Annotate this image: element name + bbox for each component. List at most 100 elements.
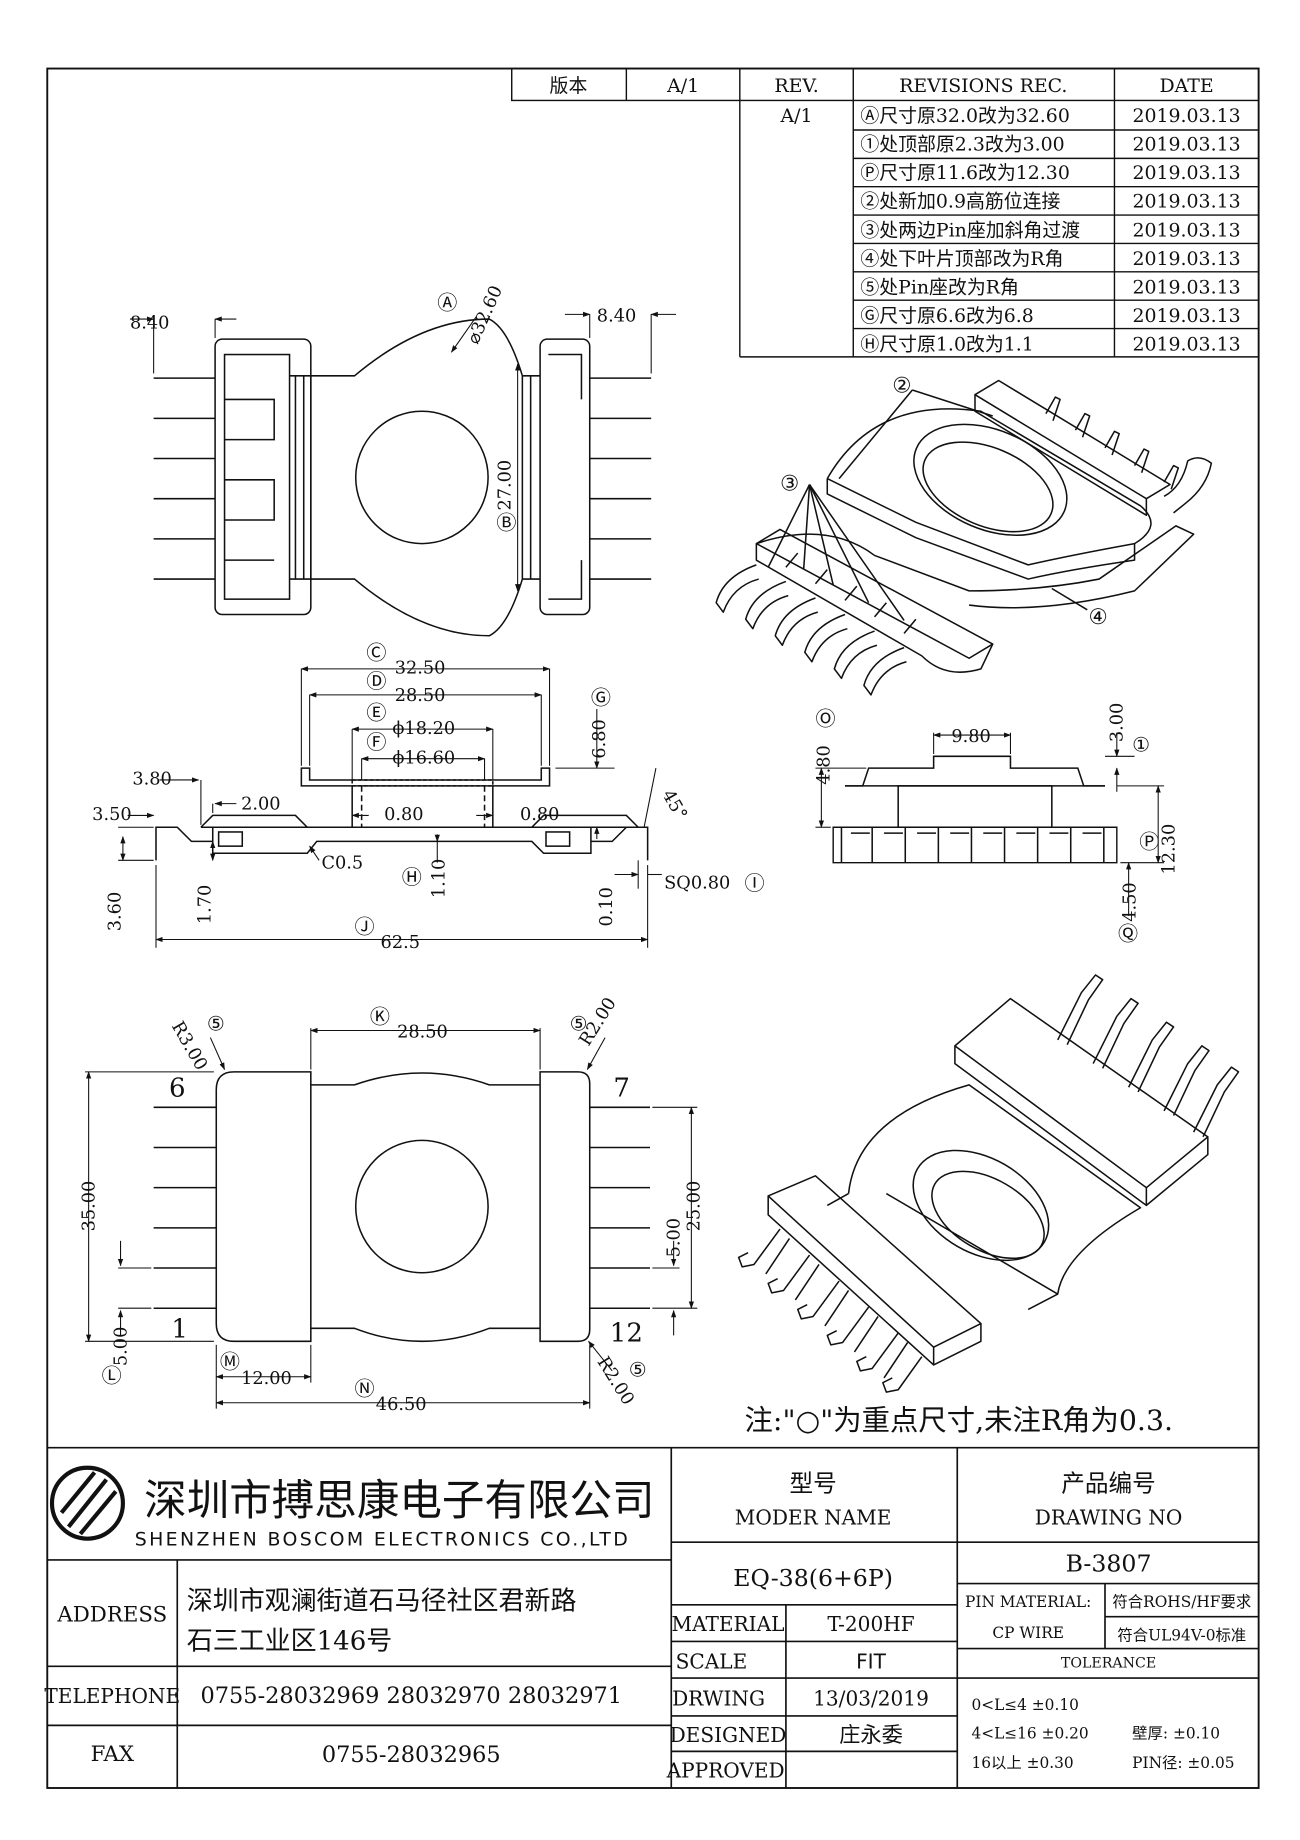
dim-diameter: ⌀32.60 [464, 283, 507, 347]
mark-one: ① [1132, 733, 1150, 757]
drawing-label-cn: 产品编号 [1061, 1469, 1156, 1497]
company-name-cn: 深圳市搏思康电子有限公司 [144, 1477, 654, 1526]
fax-value: 0755-28032965 [322, 1742, 501, 1768]
side-view-labels: Ⓒ 32.50 Ⓓ 28.50 Ⓔ ϕ18.20 Ⓕ ϕ16.60 Ⓖ 6.80… [92, 640, 764, 952]
rec-label: REVISIONS REC. [899, 75, 1067, 97]
top-view [153, 318, 652, 637]
dim-0-80-right: 0.80 [520, 805, 559, 825]
drawing-value: B-3807 [1066, 1550, 1152, 1578]
revision-row-date: 2019.03.13 [1132, 134, 1240, 156]
front-view-labels: Ⓞ 9.80 3.00 ① 4.80 Ⓟ 12.30 4.50 Ⓠ [815, 703, 1180, 946]
revision-row-rev: A/1 [780, 105, 813, 127]
mark-a: Ⓐ [437, 291, 457, 315]
designed-value: 庄永委 [839, 1723, 903, 1748]
revision-row-date: 2019.03.13 [1132, 305, 1240, 327]
mark-5-bottom: ⑤ [629, 1358, 647, 1382]
pin-label-1: 1 [171, 1315, 188, 1345]
date-label: DATE [1159, 75, 1213, 97]
revision-row-text: Ⓗ尺寸原1.0改为1.1 [860, 334, 1033, 356]
front-view-dims [815, 732, 1165, 916]
mark-j: Ⓙ [355, 915, 375, 939]
drawing-label-en: DRAWING NO [1035, 1505, 1183, 1529]
iso-upper-callouts: ② ③ ④ [780, 373, 1108, 630]
version-value: A/1 [666, 75, 699, 97]
material-label: MATERIAL [672, 1612, 785, 1636]
callout-4: ④ [1088, 605, 1107, 630]
fax-label: FAX [91, 1742, 135, 1767]
revision-row-date: 2019.03.13 [1132, 162, 1240, 184]
model-label-cn: 型号 [789, 1469, 836, 1497]
mark-g: Ⓖ [591, 685, 611, 709]
dim-27: 27.00 [496, 460, 516, 511]
telephone-value: 0755-28032969 28032970 28032971 [200, 1683, 622, 1709]
mark-c: Ⓒ [366, 640, 386, 664]
dim-3-60: 3.60 [106, 892, 126, 931]
dim-62-5: 62.5 [381, 933, 420, 953]
revision-row-text: Ⓟ尺寸原11.6改为12.30 [860, 162, 1070, 184]
dim-4-50: 4.50 [1121, 882, 1141, 921]
bottom-view-dims [85, 1027, 698, 1409]
revision-row-text: Ⓐ尺寸原32.0改为32.60 [860, 105, 1070, 127]
side-view [155, 767, 649, 861]
dim-25-00: 25.00 [685, 1181, 705, 1232]
top-view-dims [130, 311, 676, 592]
rohs-compliance: 符合ROHS/HF要求 [1112, 1593, 1251, 1611]
dim-5-00-left: 5.00 [111, 1327, 131, 1366]
dim-0-10: 0.10 [597, 887, 617, 926]
rev-label: REV. [774, 75, 818, 97]
mark-e: Ⓔ [366, 701, 386, 725]
bottom-view [153, 1071, 650, 1343]
revision-row-text: ②处新加0.9高筋位连接 [860, 191, 1060, 213]
bottom-view-labels: R3.00 ⑤ Ⓚ 28.50 ⑤ R2.00 6 7 1 12 35.00 2… [80, 994, 705, 1415]
mark-h: Ⓗ [402, 865, 422, 889]
pin-label-6: 6 [169, 1074, 186, 1104]
title-block-text: 深圳市搏思康电子有限公司 SHENZHEN BOSCOM ELECTRONICS… [44, 1469, 1251, 1782]
revision-row-text: Ⓖ尺寸原6.6改为6.8 [860, 305, 1033, 327]
callout-3: ③ [780, 471, 799, 496]
company-name-en: SHENZHEN BOSCOM ELECTRONICS CO.,LTD [135, 1529, 630, 1551]
side-view-dims [118, 666, 662, 948]
dim-1-70: 1.70 [195, 885, 215, 924]
mark-q: Ⓠ [1118, 922, 1138, 946]
address-line-1: 深圳市观澜街道石马径社区君新路 [187, 1587, 577, 1617]
dim-28-50-bottom: 28.50 [397, 1023, 448, 1043]
mark-5-top-left: ⑤ [207, 1011, 225, 1035]
mark-b: Ⓑ [496, 510, 516, 534]
tolerance-row-1: 0<L≤4 ±0.10 [971, 1696, 1078, 1714]
model-value: EQ-38(6+6P) [733, 1564, 893, 1592]
tolerance-row-3: 16以上 ±0.30 [971, 1754, 1073, 1772]
dim-8-40-left: 8.40 [130, 314, 169, 334]
mark-k: Ⓚ [370, 1004, 390, 1028]
dim-3-50: 3.50 [92, 805, 131, 825]
chamfer-c0-5: C0.5 [321, 854, 363, 874]
revision-row-date: 2019.03.13 [1132, 248, 1240, 270]
pin-label-12: 12 [610, 1318, 643, 1348]
pin-diameter-tolerance: PIN径: ±0.05 [1132, 1754, 1234, 1772]
revision-table-text: 版本 A/1 REV. REVISIONS REC. DATE [550, 75, 1214, 97]
tolerance-row-2: 4<L≤16 ±0.20 [971, 1724, 1088, 1742]
wall-thickness-tolerance: 壁厚: ±0.10 [1132, 1724, 1220, 1742]
general-note: 注:"○"为重点尺寸,未注R角为0.3. [745, 1404, 1173, 1437]
top-view-labels: 8.40 8.40 Ⓐ ⌀32.60 27.00 Ⓑ [130, 283, 636, 535]
dim-45-deg: 45° [657, 787, 690, 824]
revision-rows: A/1 Ⓐ尺寸原32.0改为32.60 2019.03.13 ①处顶部原2.3改为3.… [780, 105, 1241, 356]
dim-sq-0-80: SQ0.80 [664, 874, 730, 894]
address-line-2: 石三工业区146号 [187, 1627, 393, 1657]
dim-6-80: 6.80 [590, 719, 610, 758]
approved-label: APPROVED [666, 1758, 785, 1782]
dim-32-50: 32.50 [395, 659, 446, 679]
drawing-date-value: 13/03/2019 [813, 1686, 929, 1710]
mark-d: Ⓓ [366, 669, 386, 693]
tolerance-label: TOLERANCE [1061, 1655, 1156, 1671]
revision-row-date: 2019.03.13 [1132, 105, 1240, 127]
dim-phi-16-60: ϕ16.60 [392, 748, 455, 768]
revision-row-date: 2019.03.13 [1132, 191, 1240, 213]
dim-3-00: 3.00 [1108, 703, 1128, 742]
dim-9-80: 9.80 [951, 727, 990, 747]
callout-2: ② [892, 373, 911, 398]
revision-table [511, 67, 1260, 358]
dim-4-80: 4.80 [815, 745, 835, 784]
dim-28-50: 28.50 [395, 686, 446, 706]
revision-row-text: ①处顶部原2.3改为3.00 [860, 134, 1064, 156]
